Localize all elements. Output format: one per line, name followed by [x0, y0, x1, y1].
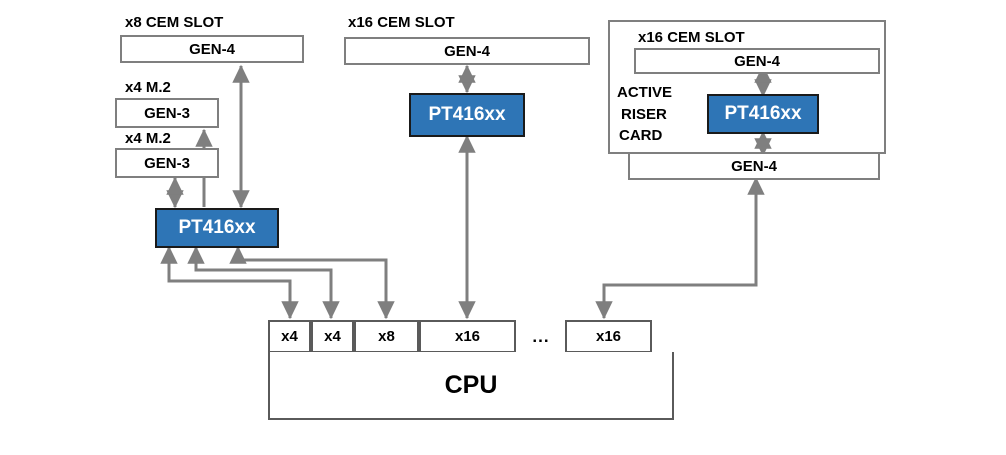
x8-cem-slot-label: x8 CEM SLOT: [125, 14, 224, 31]
wire-switch1-to-lane-x4b: [187, 245, 340, 320]
cpu-lane-x16-b: x16: [565, 320, 652, 353]
m2-gen3-box-bottom: GEN-3: [115, 148, 219, 178]
x16-cem-slot-label-middle: x16 CEM SLOT: [348, 14, 455, 31]
x16-cem-slot-gen4-box-right: GEN-4: [634, 48, 880, 74]
m2-gen3-box-top: GEN-3: [115, 98, 219, 128]
x4-m2-label-bottom: x4 M.2: [125, 130, 171, 147]
cpu-block: CPU: [268, 352, 674, 420]
riser-card-text-line3: CARD: [619, 127, 663, 144]
x4-m2-label-top: x4 M.2: [125, 79, 171, 96]
riser-downstream-gen4-box: GEN-4: [628, 152, 880, 180]
x8-cem-slot-gen4-box: GEN-4: [120, 35, 304, 63]
switch-pt416xx-riser: PT416xx: [707, 94, 819, 134]
cpu-lane-x4-b: x4: [311, 320, 354, 353]
cpu-lane-x16-a: x16: [419, 320, 516, 353]
riser-card-text-line2: RISER: [621, 106, 667, 123]
wire-riser-to-lane-x16: [595, 176, 765, 320]
wire-switch1-to-lane-x8: [229, 245, 395, 320]
wire-switch1-to-lane-x4a: [160, 245, 299, 320]
cpu-lane-x8: x8: [354, 320, 419, 353]
cpu-lane-ellipsis: ...: [532, 326, 550, 346]
switch-pt416xx-middle: PT416xx: [409, 93, 525, 137]
switch-pt416xx-left: PT416xx: [155, 208, 279, 248]
x16-cem-slot-gen4-box-middle: GEN-4: [344, 37, 590, 65]
riser-card-text-line1: ACTIVE: [617, 84, 673, 101]
cpu-lane-x4-a: x4: [268, 320, 311, 353]
x16-cem-slot-label-right: x16 CEM SLOT: [638, 29, 745, 46]
